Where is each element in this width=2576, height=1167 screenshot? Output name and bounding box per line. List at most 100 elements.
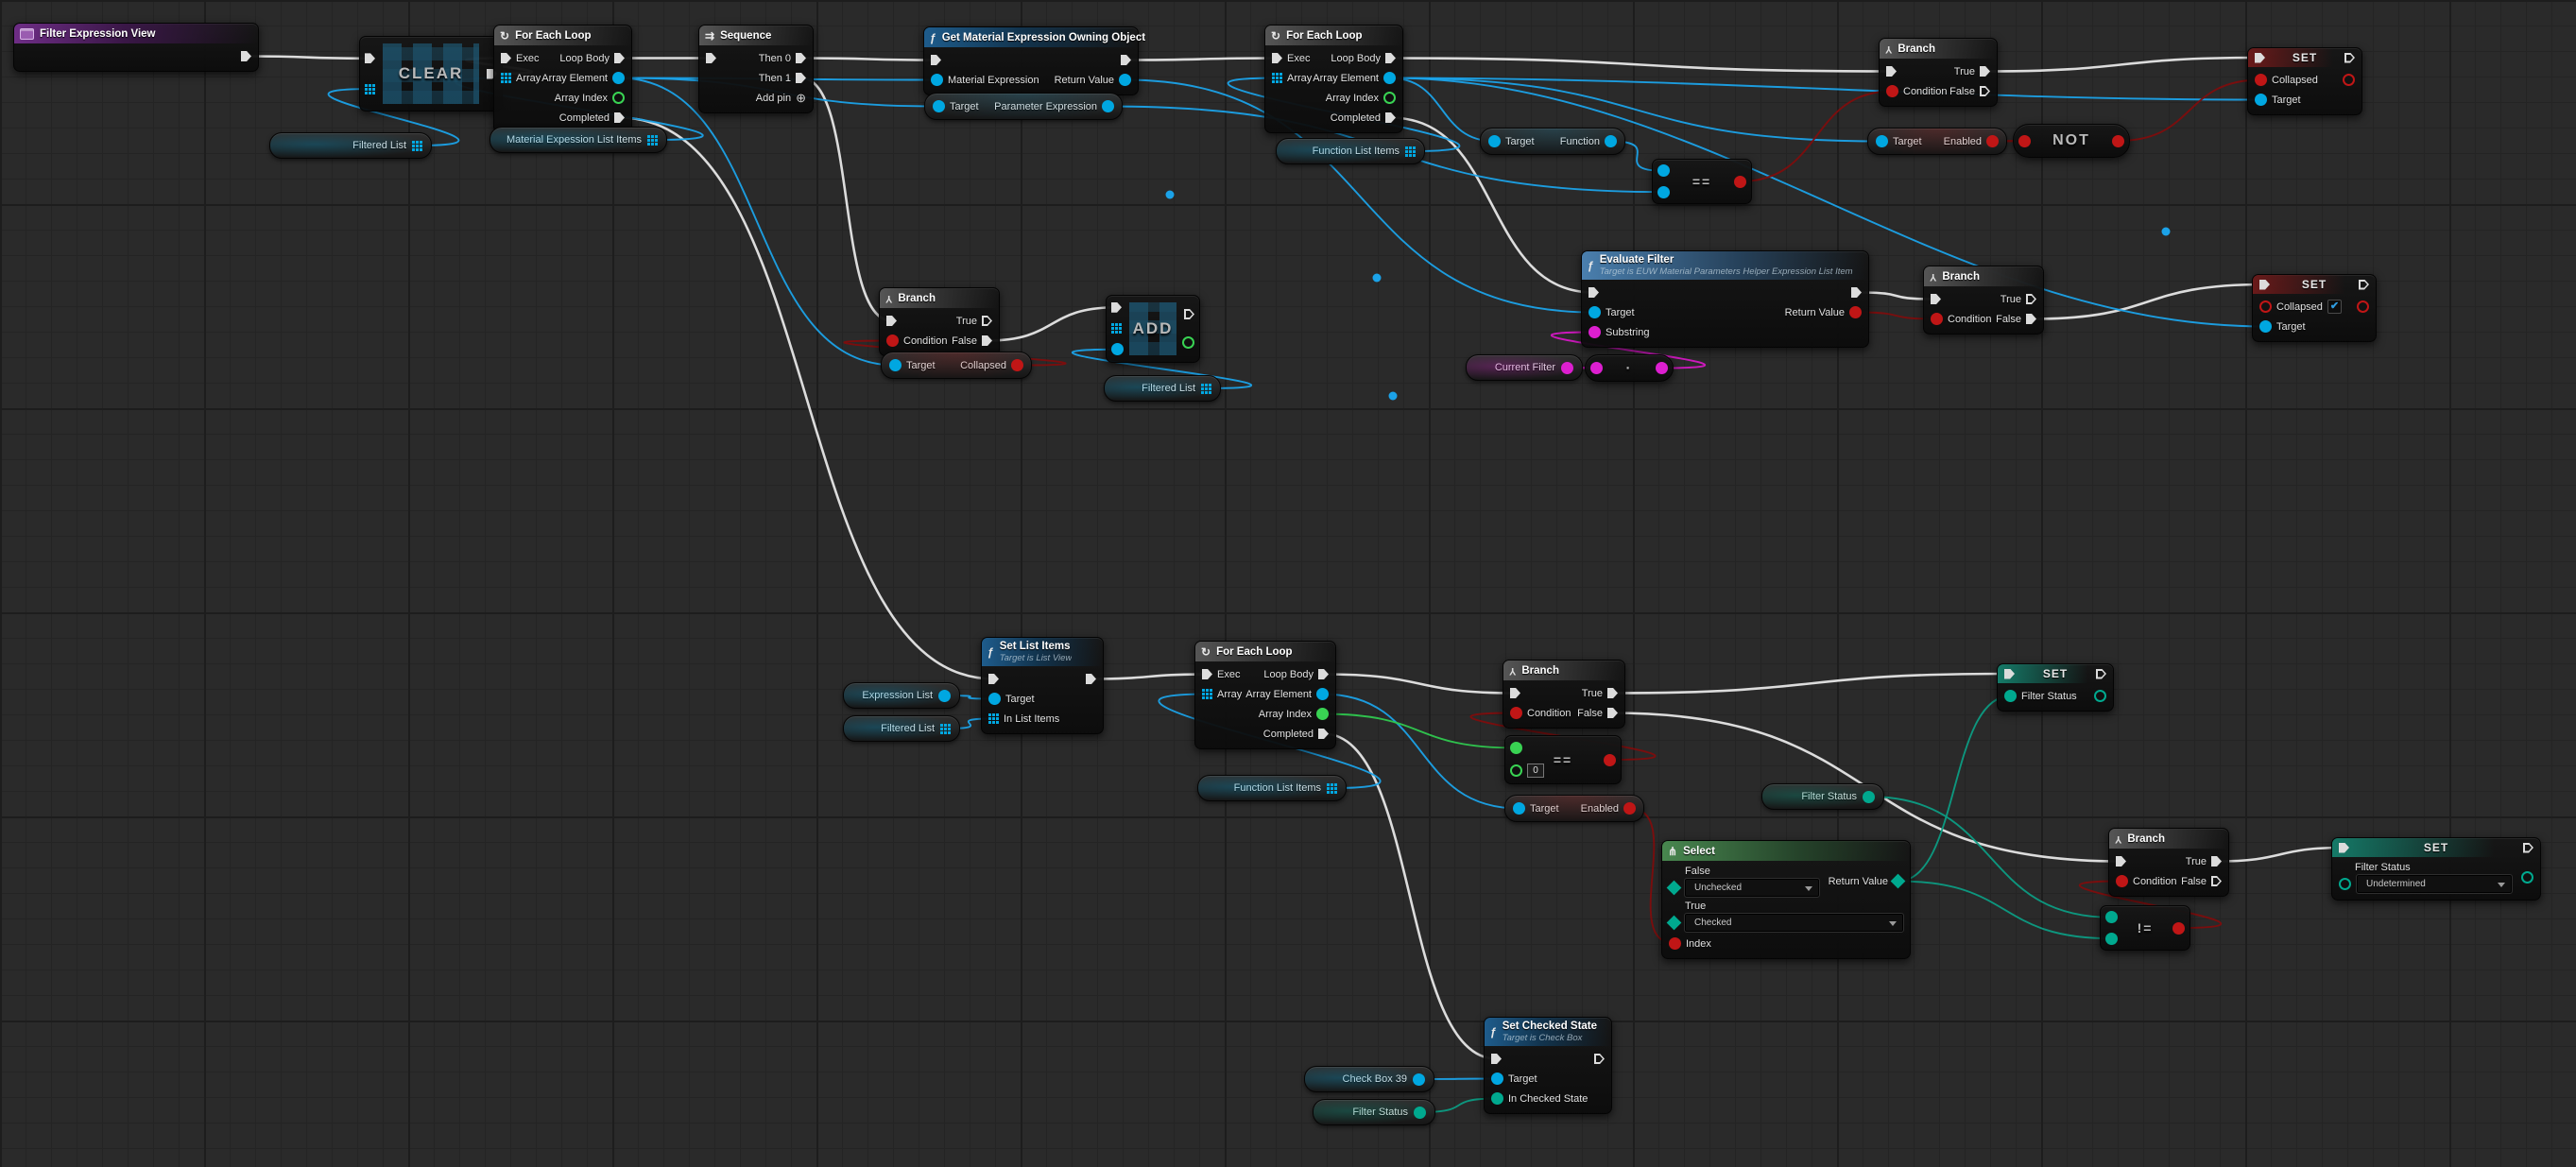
true-pin[interactable] <box>1666 915 1682 931</box>
loop-body-pin[interactable] <box>1318 669 1329 679</box>
exec-pin[interactable] <box>1931 294 1941 304</box>
exec-pin[interactable] <box>1272 53 1282 63</box>
condition-pin[interactable] <box>1886 85 1898 97</box>
target-pin[interactable] <box>1876 135 1888 147</box>
target-pin[interactable] <box>889 359 902 371</box>
target-pin[interactable] <box>1589 306 1601 318</box>
parameter-expression-pin[interactable] <box>1102 100 1114 112</box>
true-pin[interactable] <box>2026 294 2036 304</box>
exec-pin[interactable] <box>1121 55 1131 65</box>
exec-pin[interactable] <box>2259 279 2270 290</box>
getter-filtered-list-3[interactable]: Filtered List <box>843 715 960 742</box>
target-pin[interactable] <box>1488 135 1501 147</box>
collapsed-pin[interactable] <box>2259 300 2272 313</box>
arr-pin[interactable] <box>412 140 422 151</box>
return-value-pin[interactable] <box>1890 873 1906 889</box>
bool-pin[interactable] <box>2357 300 2369 313</box>
array-index-pin[interactable] <box>1316 708 1329 720</box>
exec-pin[interactable] <box>2523 842 2533 853</box>
false-pin[interactable] <box>1980 86 1990 96</box>
index-pin[interactable] <box>1669 937 1681 950</box>
target-pin[interactable] <box>2255 94 2267 106</box>
array-index-pin[interactable] <box>1383 92 1396 104</box>
enum-pin[interactable] <box>2094 690 2106 702</box>
array-element-pin[interactable] <box>612 72 625 84</box>
exec-pin[interactable] <box>1111 301 1122 313</box>
collapsed-pin[interactable] <box>1011 359 1023 371</box>
then-0-pin[interactable] <box>796 53 806 63</box>
exec-pin[interactable] <box>241 51 251 61</box>
reroute-node[interactable] <box>1165 190 1175 199</box>
getter-check-box-39[interactable]: Check Box 39 <box>1304 1066 1434 1092</box>
exec-pin[interactable] <box>1886 66 1897 77</box>
int-pin[interactable] <box>1182 336 1194 349</box>
filter-status-pin[interactable] <box>2004 690 2017 702</box>
true-pin[interactable] <box>1607 688 1618 698</box>
target-pin[interactable] <box>2259 320 2272 333</box>
target-pin[interactable] <box>1513 802 1525 815</box>
getter-filter-status-2[interactable]: Filter Status <box>1313 1099 1435 1125</box>
condition-pin[interactable] <box>2116 875 2128 887</box>
enum-pin[interactable] <box>2521 871 2533 884</box>
false-pin[interactable] <box>2211 876 2222 886</box>
exec-pin[interactable] <box>931 55 941 65</box>
array-add-node[interactable]: ADD <box>1106 295 1200 363</box>
arr-pin[interactable] <box>1111 322 1122 334</box>
bool-pin[interactable] <box>2172 921 2185 935</box>
arr-pin[interactable] <box>1405 146 1416 157</box>
getter-filtered-list-1[interactable]: Filtered List <box>269 132 432 159</box>
true-pin[interactable] <box>2211 856 2222 867</box>
exec-pin[interactable] <box>1510 688 1520 698</box>
return-value-pin[interactable] <box>1119 74 1131 86</box>
getter-current-filter[interactable]: Current Filter <box>1466 354 1583 381</box>
array-element-pin[interactable] <box>1316 688 1329 700</box>
obj-pin[interactable] <box>1413 1073 1425 1086</box>
bool-pin[interactable] <box>1604 753 1616 766</box>
reroute-node[interactable] <box>2161 227 2171 236</box>
collapsed-checkbox[interactable]: ✔ <box>2327 300 2342 314</box>
getter-expression-list[interactable]: Expression List <box>843 682 960 709</box>
exec-pin[interactable] <box>2004 668 2015 679</box>
return-value-pin[interactable] <box>1849 306 1862 318</box>
enabled-pin[interactable] <box>1623 802 1636 815</box>
exec-pin[interactable] <box>1589 287 1599 298</box>
equal-object-node[interactable]: == <box>1652 159 1752 204</box>
exec-pin[interactable] <box>2096 668 2106 679</box>
int-pin[interactable] <box>1510 764 1522 777</box>
exec-pin[interactable] <box>2344 52 2355 63</box>
exec-pin[interactable] <box>1594 1054 1605 1064</box>
obj-pin[interactable] <box>1657 164 1670 178</box>
arr-pin[interactable] <box>365 83 375 94</box>
array-element-pin[interactable] <box>1383 72 1396 84</box>
function-pin[interactable] <box>1605 135 1617 147</box>
in-checked-state-pin[interactable] <box>1491 1092 1503 1105</box>
str-pin[interactable] <box>1561 361 1573 374</box>
exec-pin[interactable] <box>2339 842 2349 853</box>
enabled-pin[interactable] <box>1986 135 1999 147</box>
exec-pin[interactable] <box>2359 279 2369 290</box>
obj-pin[interactable] <box>1111 343 1124 356</box>
false-pin[interactable] <box>982 335 992 346</box>
condition-pin[interactable] <box>1510 707 1522 719</box>
array-pin[interactable] <box>1272 73 1282 83</box>
exec-pin[interactable] <box>1491 1054 1502 1064</box>
false-pin[interactable] <box>1666 880 1682 896</box>
target-pin[interactable] <box>988 693 1001 705</box>
getter-filtered-list-2[interactable]: Filtered List <box>1104 375 1221 402</box>
